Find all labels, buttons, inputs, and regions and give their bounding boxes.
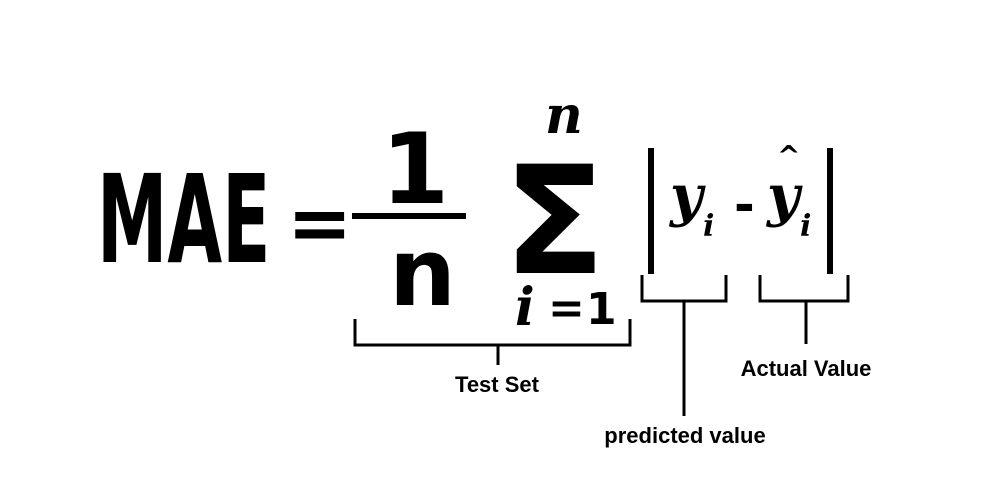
predicted-value-label: predicted value	[604, 423, 765, 448]
abs-bar-left	[648, 148, 654, 274]
fraction-numerator: 1	[381, 113, 449, 227]
predicted-value-bracket	[640, 275, 728, 416]
abs-bar-right	[827, 148, 833, 274]
y-hat-subscript: i	[800, 209, 811, 244]
actual-value-label: Actual Value	[741, 356, 872, 381]
hat-accent: ^	[777, 139, 800, 172]
actual-value-bracket	[758, 275, 850, 344]
fraction-bar	[352, 213, 466, 219]
sum-lower-limit-equals: =	[548, 283, 585, 334]
sum-lower-limit-value: 1	[586, 284, 617, 335]
sum-lower-limit-var: i	[515, 277, 535, 338]
summation-sigma: Σ	[503, 135, 605, 309]
minus-sign: -	[734, 176, 755, 234]
test-set-label: Test Set	[455, 372, 540, 397]
y-variable: y	[668, 163, 706, 229]
test-set-bracket	[353, 319, 632, 365]
mae-label: MAE	[97, 148, 271, 291]
sum-upper-limit: n	[545, 85, 583, 146]
y-hat-variable: y	[765, 163, 803, 229]
y-subscript: i	[703, 209, 714, 244]
fraction-denominator: n	[389, 219, 456, 328]
equals-sign: =	[287, 179, 352, 269]
